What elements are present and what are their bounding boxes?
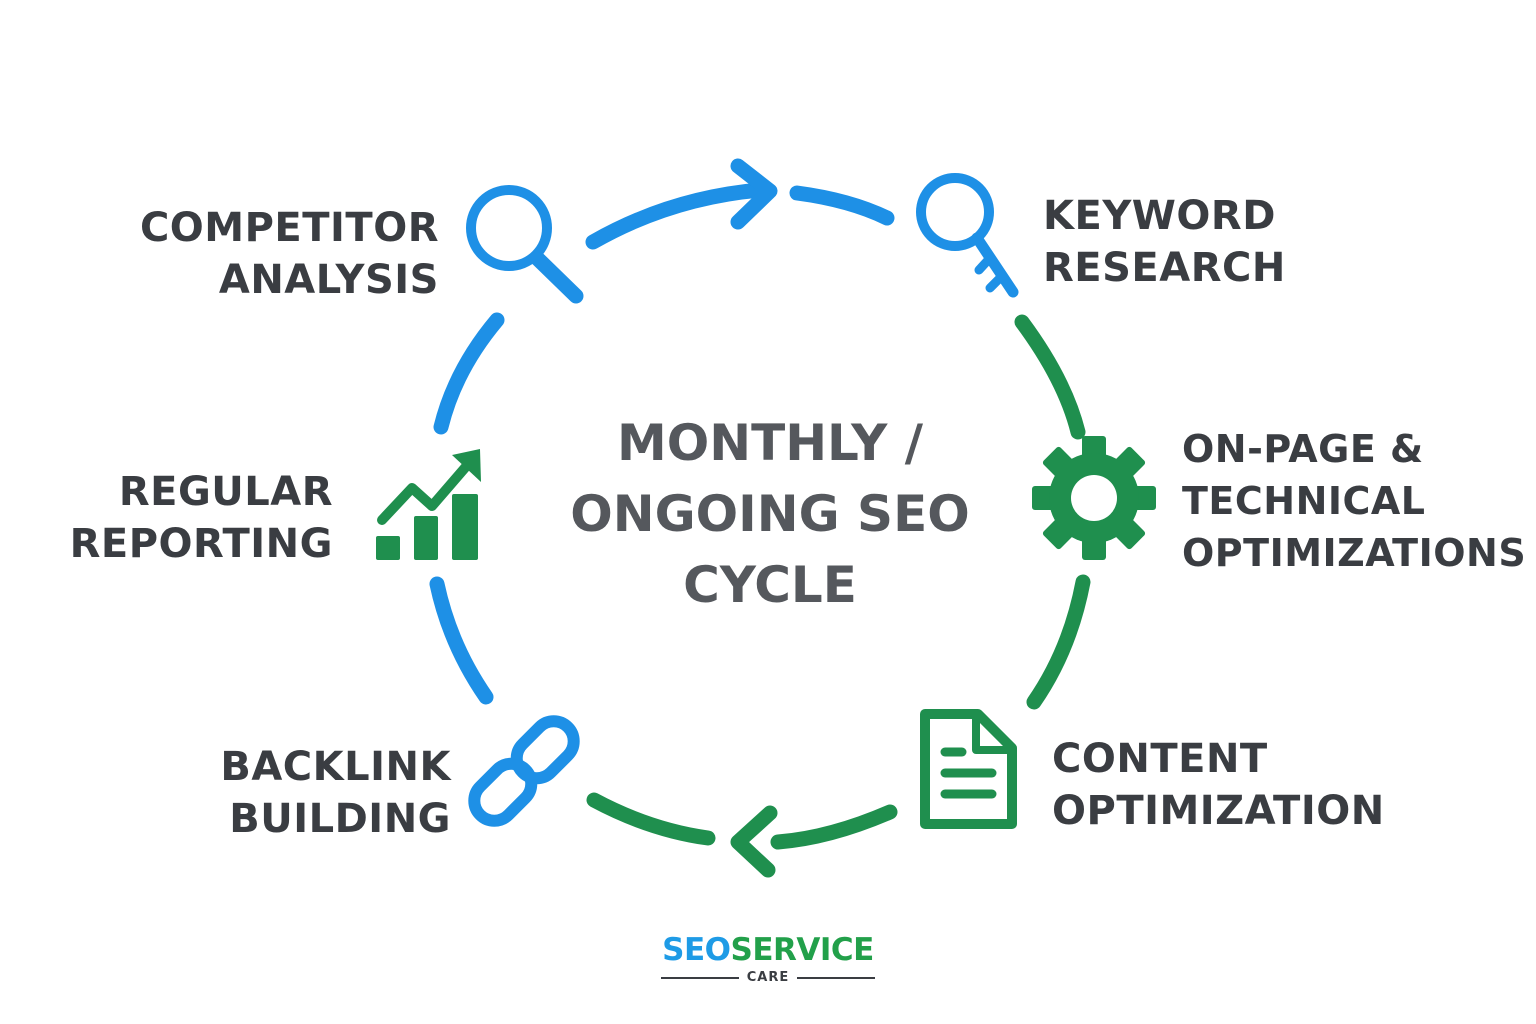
step-label-line: REPORTING: [69, 521, 333, 567]
step-label-line: OPTIMIZATION: [1052, 788, 1385, 834]
cycle-title-line: ONGOING SEO: [570, 485, 970, 543]
step-label-content-optimization: CONTENT OPTIMIZATION: [1052, 733, 1385, 837]
step-label-line: TECHNICAL: [1182, 479, 1426, 523]
step-label-line: KEYWORD: [1043, 193, 1276, 239]
brand-logo-seo: SEO: [662, 932, 731, 968]
step-label-line: OPTIMIZATIONS: [1182, 531, 1527, 575]
magnifier-icon: [466, 185, 584, 304]
chain-link-icon: [468, 715, 580, 827]
cycle-segment-left-upper: [433, 312, 505, 435]
step-label-line: ON-PAGE &: [1182, 427, 1424, 471]
step-label-keyword-research: KEYWORD RESEARCH: [1043, 190, 1286, 294]
brand-logo-wordmark: SEOSERVICE: [656, 930, 880, 970]
cycle-arrow-bottom: [586, 792, 898, 878]
step-label-onpage-technical: ON-PAGE & TECHNICAL OPTIMIZATIONS: [1182, 423, 1526, 579]
cycle-arrow-top: [585, 158, 895, 250]
brand-logo-subline: CARE: [656, 970, 880, 985]
step-label-line: COMPETITOR: [139, 205, 439, 251]
step-label-regular-reporting: REGULAR REPORTING: [70, 466, 333, 570]
gear-icon: [1032, 436, 1156, 560]
cycle-title-line: CYCLE: [683, 556, 857, 614]
brand-logo: SEOSERVICE CARE: [656, 930, 880, 985]
brand-logo-care: CARE: [746, 970, 790, 985]
step-label-line: RESEARCH: [1043, 245, 1286, 291]
document-icon: [920, 709, 1017, 829]
cycle-title: MONTHLY / ONGOING SEO CYCLE: [520, 408, 1020, 621]
step-label-backlink-building: BACKLINK BUILDING: [220, 741, 451, 845]
growth-chart-icon: [376, 449, 481, 560]
step-label-line: CONTENT: [1052, 736, 1268, 782]
step-label-line: REGULAR: [118, 469, 333, 515]
step-label-line: ANALYSIS: [218, 257, 439, 303]
step-label-competitor-analysis: COMPETITOR ANALYSIS: [140, 202, 439, 306]
brand-logo-service: SERVICE: [730, 932, 875, 968]
step-label-line: BUILDING: [229, 796, 451, 842]
cycle-segment-right-upper: [1014, 314, 1086, 440]
key-icon: [916, 173, 1019, 298]
divider: [660, 976, 739, 979]
cycle-segment-right-lower: [1026, 574, 1091, 710]
cycle-title-line: MONTHLY /: [616, 414, 923, 472]
divider: [797, 976, 876, 979]
cycle-segment-left-lower: [429, 576, 494, 705]
step-label-line: BACKLINK: [220, 744, 451, 790]
